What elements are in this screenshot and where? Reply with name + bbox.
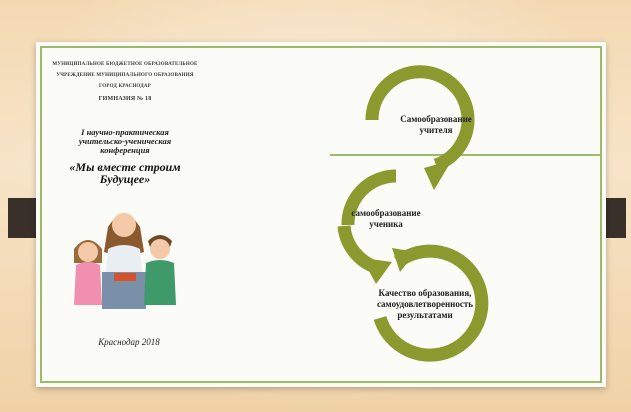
slide-card [36,42,606,387]
motto-title: «Мы вместе строим Будущее» [69,160,181,186]
slide-frame [40,46,602,383]
city-year: Краснодар 2018 [98,337,160,347]
cycle-step-1: Самообразование учителя [400,114,472,135]
teacher-students-illustration [74,213,176,309]
conference-title: I научно-практическая учительско-учениче… [78,127,172,155]
left-tab [8,198,38,238]
cycle-arrow-2 [341,169,397,226]
cycle-arrow-1 [365,65,475,172]
header-line-4: ГИМНАЗИЯ № 18 [98,96,152,102]
header-line-3: ГОРОД КРАСНОДАР [99,84,151,89]
cycle-arrow-3 [373,244,489,362]
cycle-step-3: Качество образования, самоудовлетворенно… [376,288,474,320]
divider-line [330,154,600,156]
header-line-1: МУНИЦИПАЛЬНОЕ БЮДЖЕТНОЕ ОБРАЗОВАТЕЛЬНОЕ [52,62,198,67]
header-line-2: УЧРЕЖДЕНИЕ МУНИЦИПАЛЬНОГО ОБРАЗОВАНИЯ [56,73,194,78]
cycle-step-2: самообразование ученика [351,208,421,229]
